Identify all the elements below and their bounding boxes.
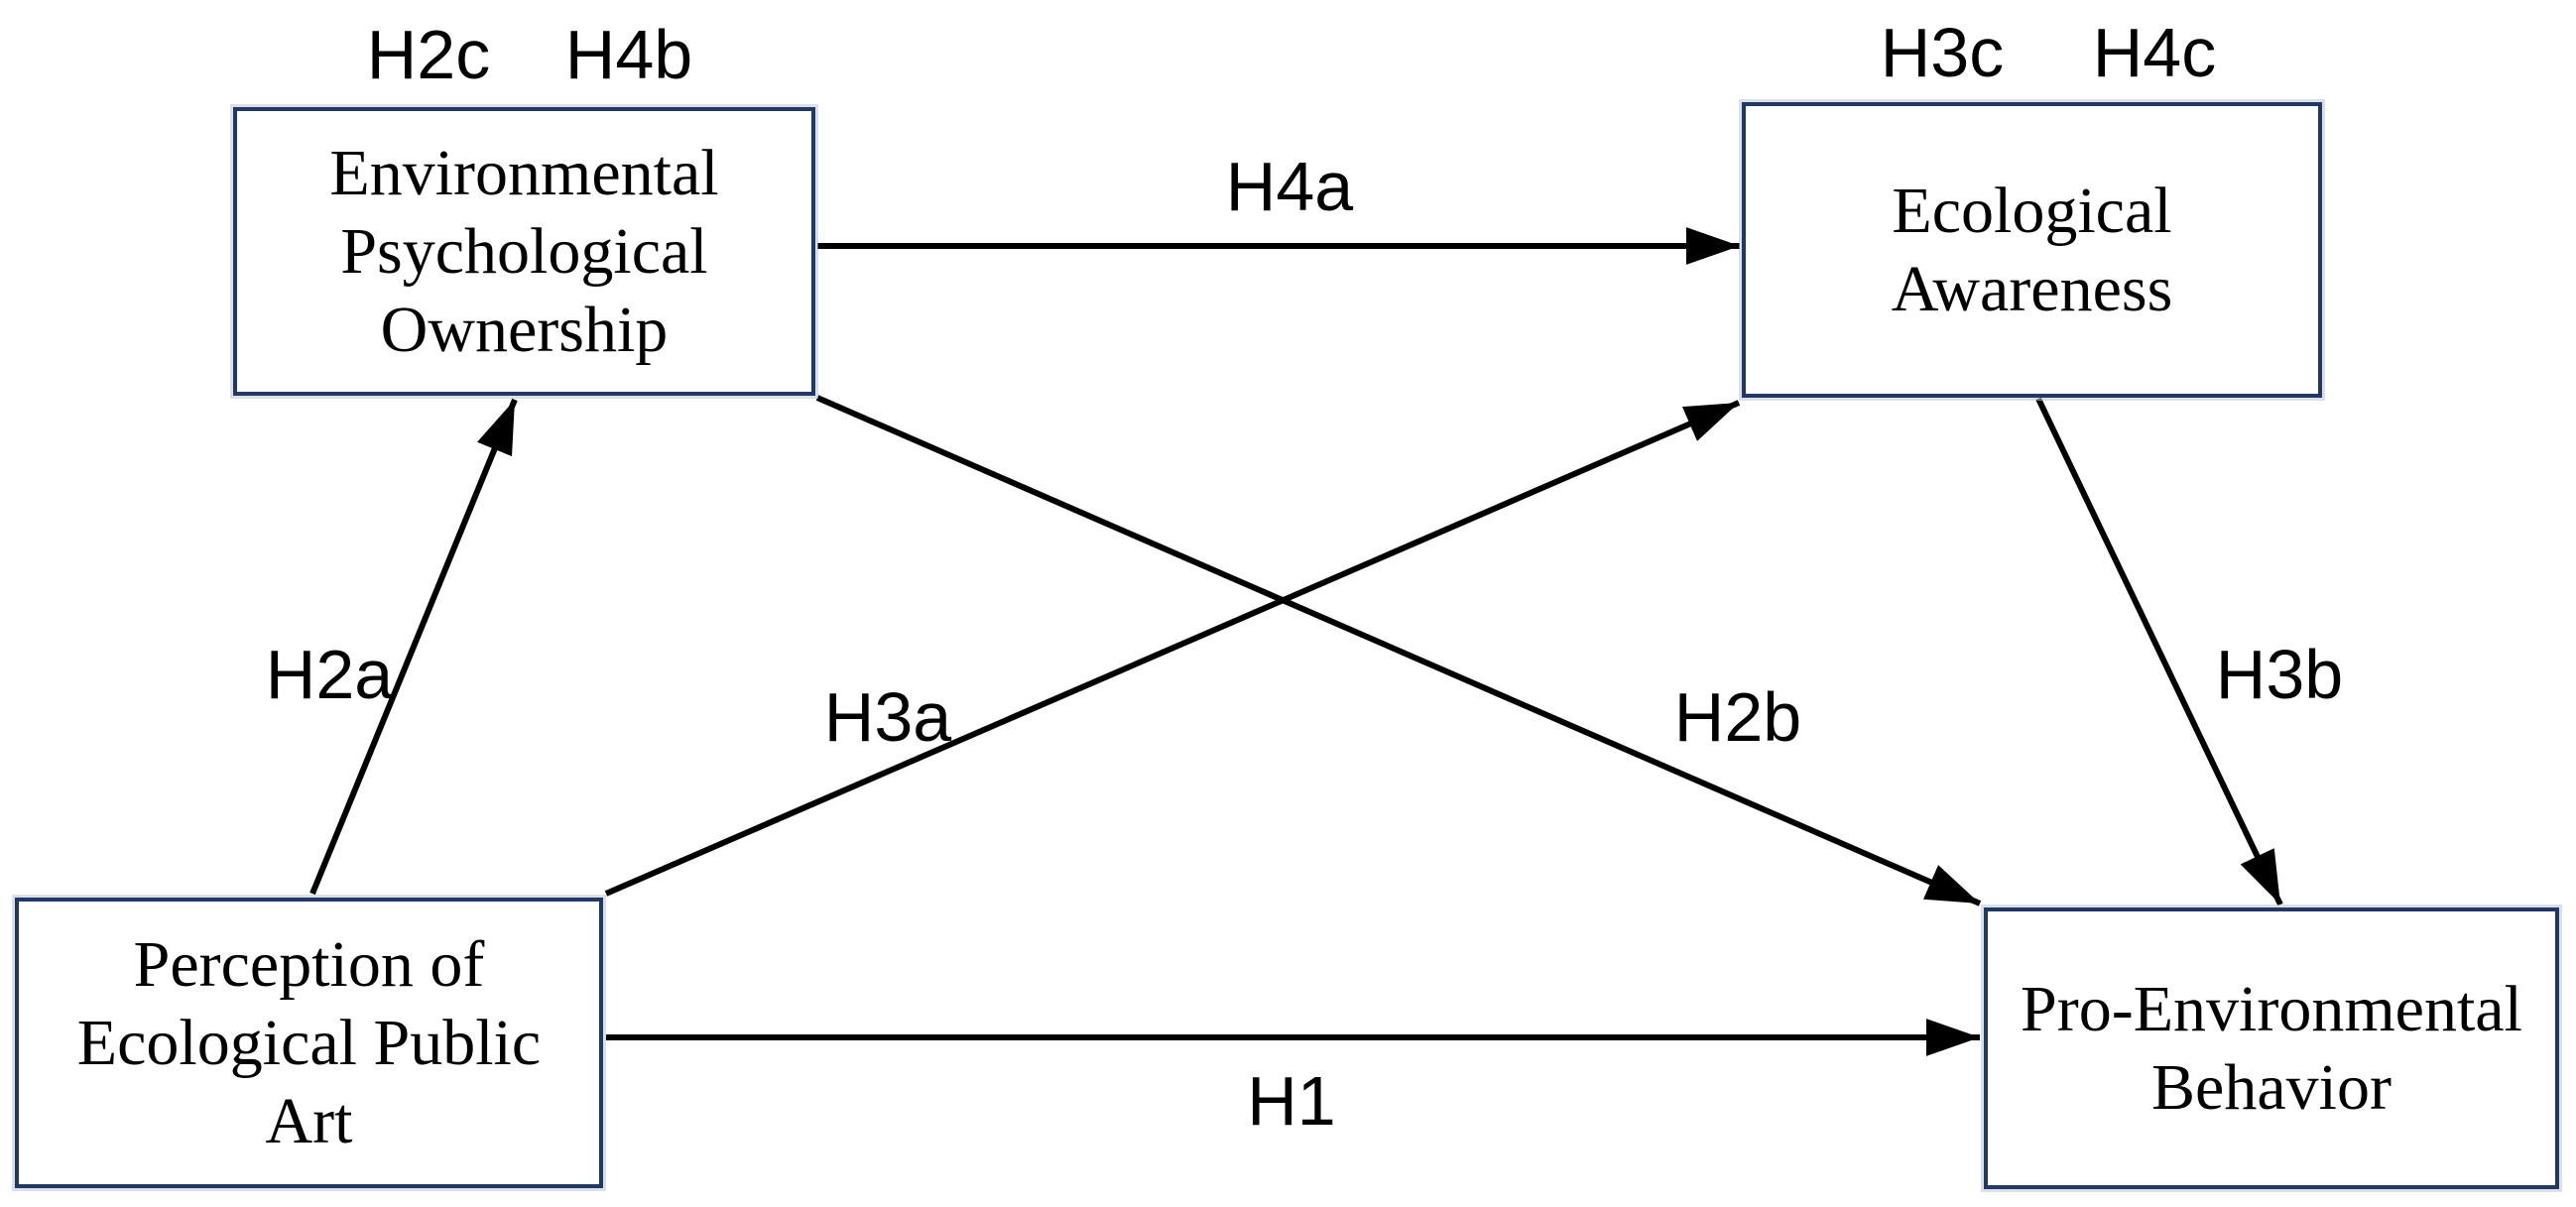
edge-label-h2b: H2b bbox=[1673, 678, 1802, 756]
node-environmental-psychological-ownership: Environmental Psychological Ownership bbox=[233, 107, 815, 396]
node-label-line: Perception of bbox=[133, 927, 485, 1001]
tag-h3c: H3c bbox=[1880, 14, 2005, 91]
node-label-line: Behavior bbox=[2151, 1051, 2392, 1124]
node-label-line: Environmental bbox=[329, 136, 719, 209]
node-label-line: Ecological Public bbox=[76, 1006, 542, 1079]
edge-label-h4a: H4a bbox=[1225, 148, 1354, 225]
node-label-line: Art bbox=[265, 1085, 353, 1158]
node-label-line: Pro-Environmental bbox=[2021, 972, 2522, 1045]
arrow-h2a bbox=[309, 398, 518, 896]
tag-h2c: H2c bbox=[366, 16, 491, 93]
node-label: Environmental Psychological Ownership bbox=[329, 134, 718, 370]
arrow-h3a bbox=[604, 400, 1741, 897]
arrow-h3b bbox=[2035, 397, 2283, 906]
arrow-h2b bbox=[815, 395, 1982, 906]
node-label-line: Ownership bbox=[380, 294, 669, 367]
node-ecological-awareness: Ecological Awareness bbox=[1742, 102, 2322, 398]
node-label: Perception of Ecological Public Art bbox=[77, 925, 541, 1161]
edge-label-h3a: H3a bbox=[823, 678, 952, 756]
node-label-line: Psychological bbox=[340, 214, 708, 288]
edge-label-h3b: H3b bbox=[2215, 636, 2344, 713]
node-label: Pro-Environmental Behavior bbox=[2021, 970, 2522, 1127]
node-perception-of-ecological-public-art: Perception of Ecological Public Art bbox=[15, 898, 603, 1188]
tag-h4c: H4c bbox=[2092, 14, 2217, 91]
edge-label-h2a: H2a bbox=[265, 636, 394, 713]
node-label-line: Awareness bbox=[1891, 253, 2173, 325]
edge-label-h1: H1 bbox=[1247, 1062, 1336, 1140]
tag-h4b: H4b bbox=[564, 16, 693, 93]
node-label-line: Ecological bbox=[1892, 174, 2172, 247]
node-pro-environmental-behavior: Pro-Environmental Behavior bbox=[1984, 907, 2559, 1189]
node-label: Ecological Awareness bbox=[1892, 172, 2173, 328]
